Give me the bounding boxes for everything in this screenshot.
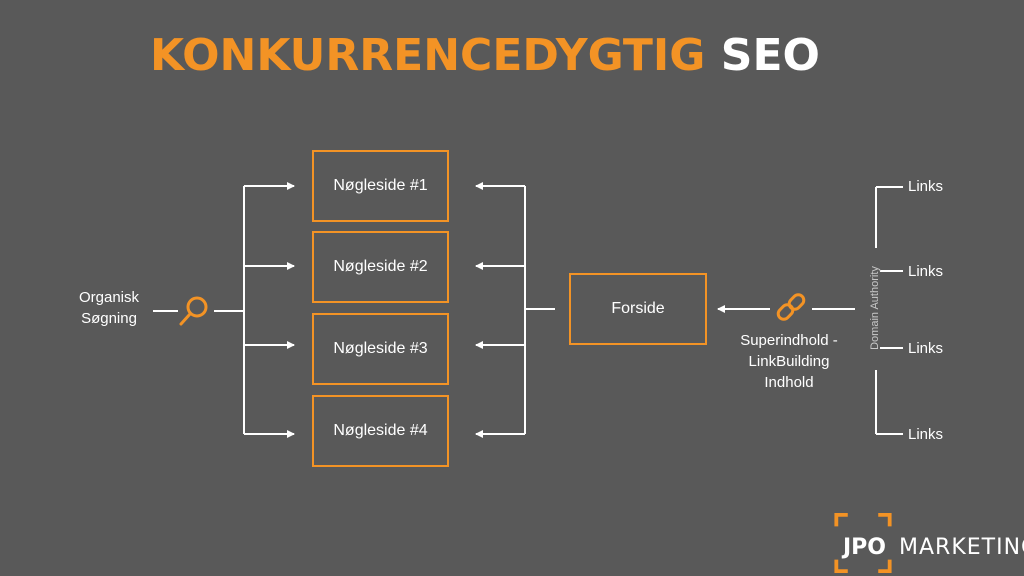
key-page-1-box: Nøgleside #1	[312, 150, 449, 222]
key-page-3-box: Nøgleside #3	[312, 313, 449, 385]
organic-search-label: Organisk Søgning	[62, 287, 156, 329]
organic-search-line1: Organisk	[78, 289, 140, 306]
chain-link-icon	[776, 293, 806, 321]
links-label-3: Links	[908, 340, 944, 357]
key-page-2-box: Nøgleside #2	[312, 231, 449, 303]
logo-bracket-frame	[834, 513, 892, 573]
content-line1: Superindhold -	[740, 332, 838, 349]
domain-authority-label: Domain Authority	[869, 266, 881, 350]
search-icon	[179, 296, 208, 326]
links-label-2: Links	[908, 263, 944, 280]
links-label-4: Links	[908, 426, 944, 443]
content-line2: LinkBuilding	[748, 353, 830, 370]
title-part-orange: KONKURRENCEDYGTIG	[150, 30, 706, 81]
content-line3: Indhold	[764, 374, 814, 391]
links-label-1: Links	[908, 178, 944, 195]
logo-text-marketing: MARKETING	[899, 535, 1024, 560]
logo-text-jpo: JPO	[843, 535, 887, 560]
forside-box: Forside	[569, 273, 707, 345]
key-page-4-box: Nøgleside #4	[312, 395, 449, 467]
content-label: Superindhold - LinkBuilding Indhold	[722, 330, 856, 393]
jpo-marketing-logo: JPO MARKETING	[833, 513, 1024, 576]
organic-search-line2: Søgning	[81, 310, 137, 327]
page-title: KONKURRENCEDYGTIG SEO	[150, 30, 820, 81]
title-part-white: SEO	[720, 30, 820, 81]
